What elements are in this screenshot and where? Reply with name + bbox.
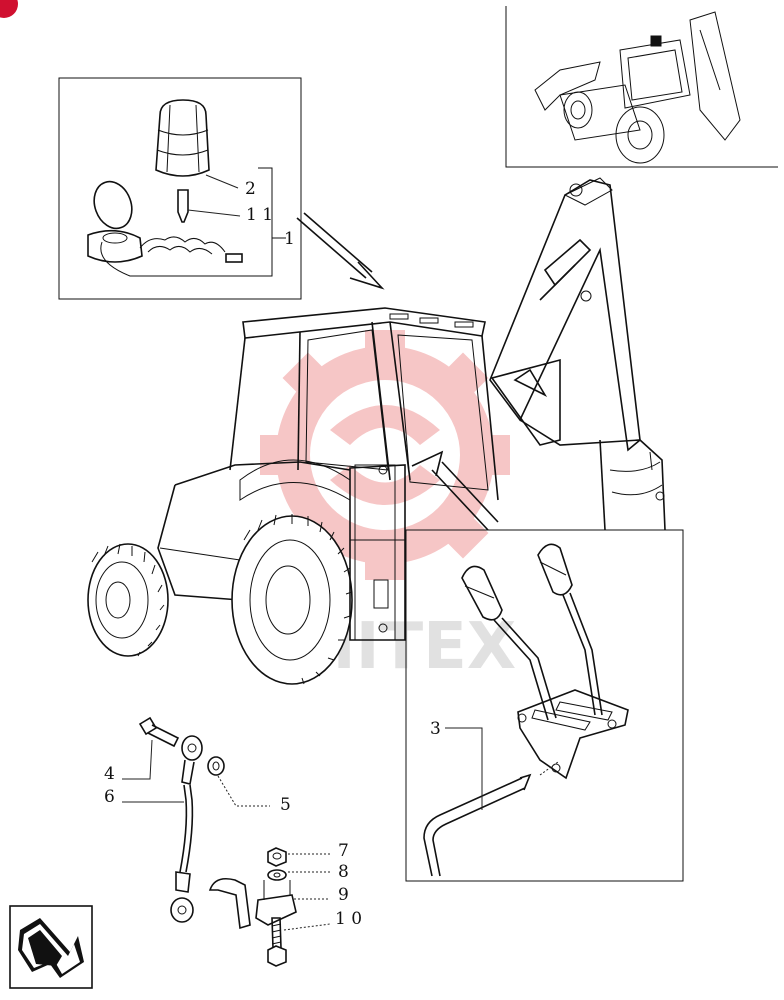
nut-part-7 <box>267 847 287 867</box>
part-label-3: 3 <box>430 719 441 739</box>
beacon-lamp <box>155 99 210 177</box>
part-label-11-upper: 1 1 <box>246 205 273 225</box>
part-label-1: 1 <box>284 229 295 249</box>
rear-wheel <box>231 459 353 685</box>
bracket-part-9 <box>208 877 297 930</box>
cable-part-6 <box>170 735 203 923</box>
beacon-detail: 2 1 1 1 <box>58 77 302 300</box>
detail-pointer-arrow <box>296 212 385 290</box>
part-label-4: 4 <box>104 764 115 784</box>
earth-cable-assembly: 4 6 5 <box>104 716 291 923</box>
beacon-base <box>87 180 243 263</box>
front-wheel <box>87 543 169 657</box>
part-label-7: 7 <box>338 841 349 861</box>
washer-part-8 <box>267 869 287 881</box>
control-lever-right <box>537 543 603 716</box>
part-label-5: 5 <box>280 795 291 815</box>
lever-detail: 3 <box>405 529 684 882</box>
overview-thumbnail <box>505 6 778 168</box>
return-arrow-icon[interactable] <box>9 905 93 989</box>
control-lever-left <box>461 565 557 721</box>
lock-pin-rod <box>423 773 532 877</box>
bolt-part-4 <box>138 716 180 748</box>
part-label-10: 1 0 <box>335 909 362 929</box>
beacon-bulb <box>177 189 189 223</box>
part-label-2: 2 <box>245 179 256 199</box>
washer-part-5 <box>207 756 225 776</box>
bolt-part-10 <box>267 917 287 967</box>
part-label-8: 8 <box>338 862 349 882</box>
part-label-9: 9 <box>338 885 349 905</box>
bracket-assembly: 7 8 9 1 0 <box>208 841 362 967</box>
backhoe-loader-drawing <box>87 177 666 685</box>
corner-badge-icon[interactable] <box>0 0 18 18</box>
part-label-6: 6 <box>104 787 115 807</box>
